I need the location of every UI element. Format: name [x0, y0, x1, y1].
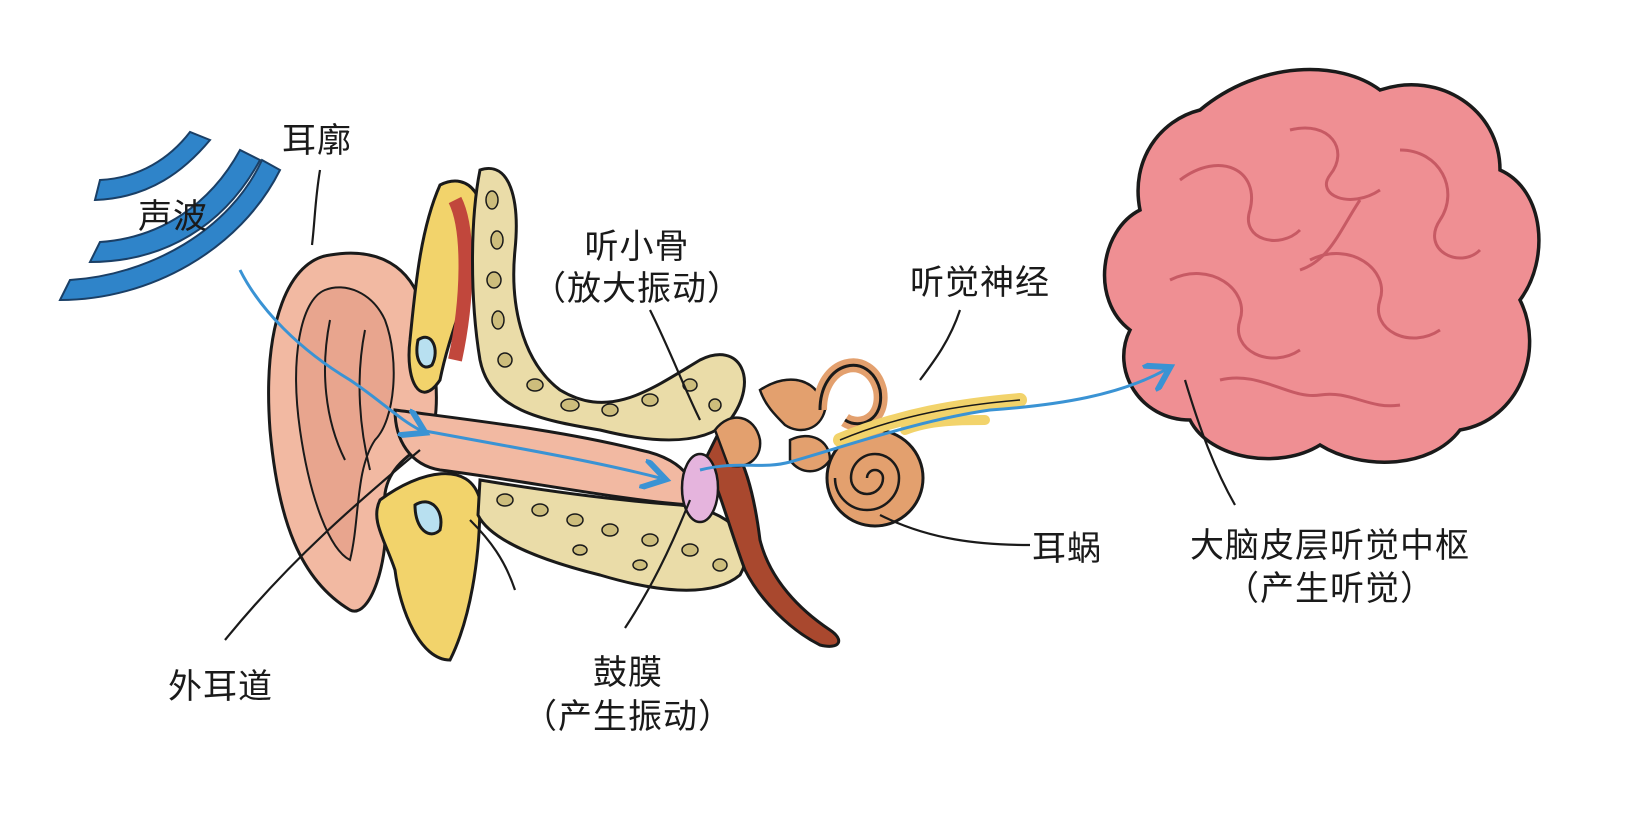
muscle-shape — [448, 196, 473, 362]
label-ossicles-note: （放大振动） — [532, 269, 742, 309]
label-cortex: 大脑皮层听觉中枢 — [1190, 526, 1470, 566]
label-eardrum-note: （产生振动） — [523, 697, 733, 737]
eustachian-tube-shape — [703, 427, 841, 648]
label-cochlea: 耳蜗 — [1032, 529, 1102, 569]
label-eardrum: 鼓膜 — [593, 653, 663, 693]
sound-wave-icon — [58, 130, 282, 302]
temporal-bone-shape — [471, 167, 748, 592]
label-cortex-note: （产生听觉） — [1225, 569, 1435, 609]
ossicles-shape — [713, 378, 832, 473]
sound-path-arrow — [238, 269, 1165, 478]
leader-lines — [224, 169, 1236, 641]
brain-shape — [1102, 67, 1541, 464]
label-sound-wave: 声波 — [138, 197, 208, 237]
semicircular-canals-shape — [813, 358, 888, 431]
label-ossicles: 听小骨 — [584, 227, 690, 267]
eardrum-shape — [680, 452, 720, 524]
label-auditory-nerve: 听觉神经 — [910, 263, 1050, 303]
pinna-shape — [267, 251, 438, 613]
label-ear-canal: 外耳道 — [168, 667, 273, 707]
label-pinna: 耳廓 — [282, 121, 352, 161]
